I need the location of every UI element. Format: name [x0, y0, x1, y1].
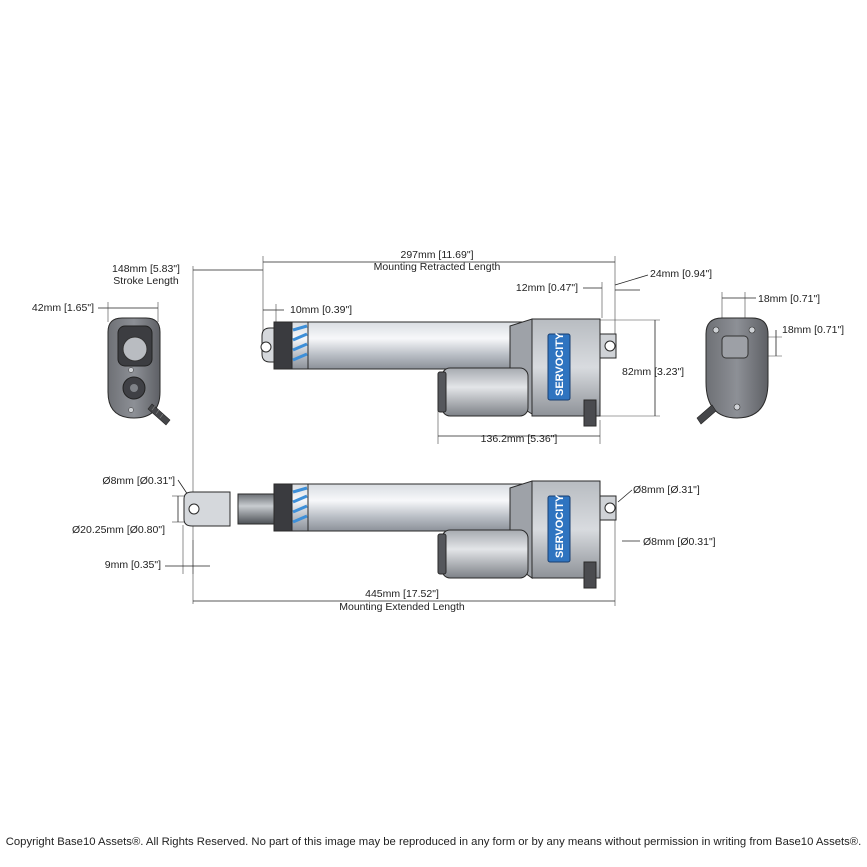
stripe-bottom: [292, 486, 308, 524]
retracted-actuator: SERVOCITY: [260, 318, 617, 427]
dimension-lines: [98, 256, 782, 606]
width-42-dimension: 42mm [1.65"]: [32, 302, 94, 314]
extended-length-label: Mounting Extended Length: [339, 601, 465, 613]
rear-hole-bottom-dimension: Ø8mm [Ø0.31"]: [643, 536, 716, 548]
motor-136-dimension: 136.2mm [5.36"]: [481, 433, 558, 445]
clevis-24-dimension: 24mm [0.94"]: [650, 268, 712, 280]
rod-tip-10-dimension: 10mm [0.39"]: [290, 304, 352, 316]
height-82-dimension: 82mm [3.23"]: [622, 366, 684, 378]
rear-hole-top-dimension: Ø8mm [Ø.31"]: [633, 484, 700, 496]
clevis-12-dimension: 12mm [0.47"]: [516, 282, 578, 294]
side-18-horizontal-dimension: 18mm [0.71"]: [758, 293, 820, 305]
front-end-view: [107, 317, 171, 426]
stroke-length-value: 148mm [5.83"]: [112, 263, 180, 275]
rear-end-view: [696, 317, 769, 425]
rod-tip-9-dimension: 9mm [0.35"]: [105, 559, 161, 571]
rod-hole-dimension: Ø8mm [Ø0.31"]: [102, 475, 175, 487]
brand-logo-bottom: SERVOCITY: [554, 494, 566, 558]
stripe-top: [292, 324, 308, 362]
copyright-notice: Copyright Base10 Assets®. All Rights Res…: [5, 836, 862, 848]
extended-length-value: 445mm [17.52"]: [365, 588, 439, 600]
extended-actuator: SERVOCITY: [183, 480, 617, 589]
stroke-length-label: Stroke Length: [113, 275, 179, 287]
retracted-length-label: Mounting Retracted Length: [374, 261, 501, 273]
rod-diameter-dimension: Ø20.25mm [Ø0.80"]: [72, 524, 165, 536]
retracted-length-value: 297mm [11.69"]: [401, 249, 474, 261]
side-18-vertical-dimension: 18mm [0.71"]: [782, 324, 844, 336]
brand-logo-top: SERVOCITY: [554, 332, 566, 396]
